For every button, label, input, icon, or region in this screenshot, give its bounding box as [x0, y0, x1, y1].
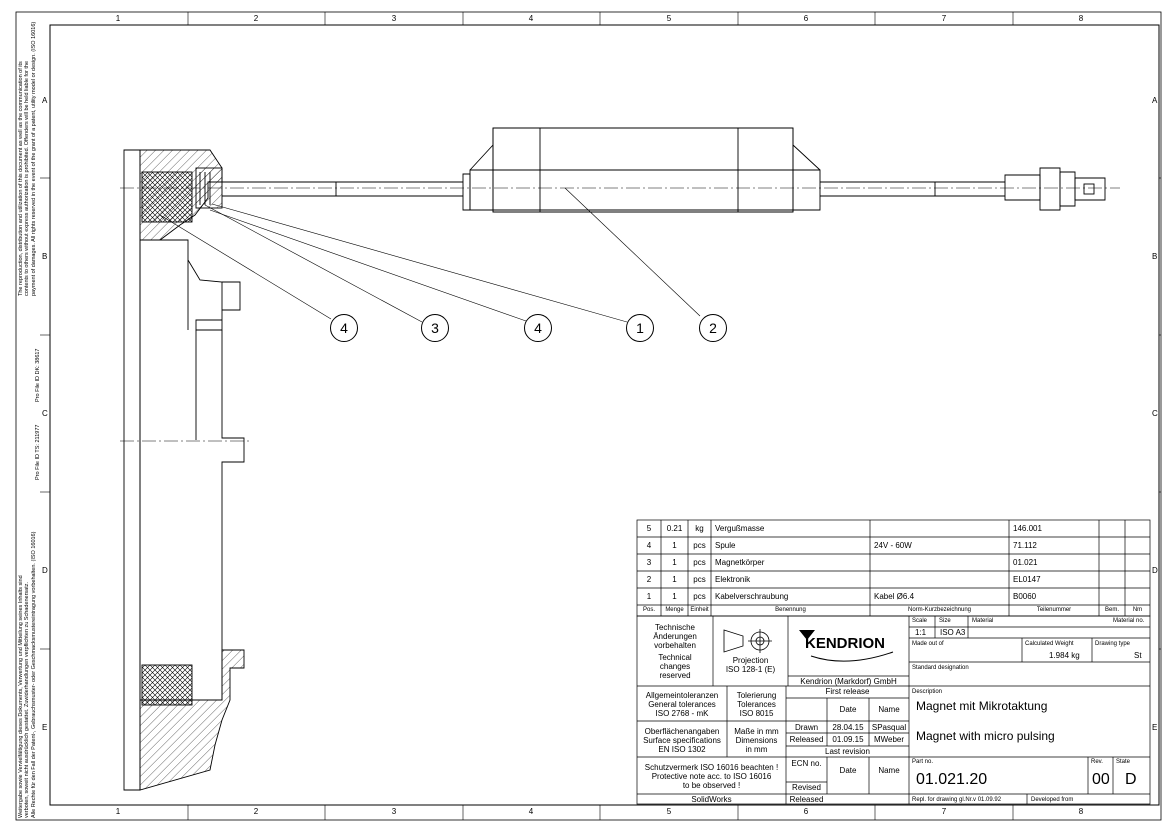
protective-note: Schutzvermerk ISO 16016 beachten ! Prote… — [644, 763, 779, 790]
row-letter: C — [42, 409, 48, 418]
balloon: 2 — [699, 314, 727, 342]
released-name: MWeber — [873, 735, 905, 744]
col-number: 8 — [1078, 14, 1084, 23]
drawn-name: SPasqual — [871, 723, 907, 732]
rev-label: Rev. — [1091, 759, 1103, 765]
col-number: 3 — [391, 807, 397, 816]
revised-label: Revised — [792, 783, 821, 792]
first-release-label: First release — [825, 687, 870, 696]
description-en: Magnet with micro pulsing — [916, 729, 1055, 743]
company-name: Kendrion (Markdorf) GmbH — [800, 677, 897, 686]
col-number: 7 — [941, 14, 947, 23]
state: D — [1125, 771, 1137, 788]
col-number: 4 — [528, 807, 534, 816]
tolerancing: Tolerierung Tolerances ISO 8015 — [736, 691, 777, 718]
row-letter: E — [1152, 723, 1158, 732]
grid-ticks — [40, 12, 1161, 820]
name-label: Name — [878, 705, 900, 714]
col-number: 5 — [666, 14, 672, 23]
col-number: 5 — [666, 807, 672, 816]
calc-weight-value: 1.984 kg — [1049, 651, 1080, 660]
name-label: Name — [878, 766, 900, 775]
material-label: Material — [972, 618, 994, 624]
date-label: Date — [839, 766, 857, 775]
col-number: 6 — [803, 807, 809, 816]
balloon: 4 — [330, 314, 358, 342]
col-number: 7 — [941, 807, 947, 816]
leader-lines — [159, 187, 701, 323]
drawing-type-label: Drawing type — [1095, 641, 1131, 647]
col-number: 6 — [803, 14, 809, 23]
revision: 00 — [1092, 771, 1110, 788]
col-number: 2 — [253, 807, 259, 816]
kendrion-logo: KENDRION — [799, 630, 894, 662]
made-out-of-label: Made out of — [912, 641, 944, 647]
size-value: ISO A3 — [940, 628, 966, 637]
released-date: 01.09.15 — [832, 735, 864, 744]
row-letter: A — [42, 96, 48, 105]
centerlines — [120, 187, 1120, 442]
date-label: Date — [839, 705, 857, 714]
standard-designation-label: Standard designation — [912, 665, 969, 671]
projection-symbol — [723, 629, 772, 653]
surface-specifications: Oberflächenangaben Surface specification… — [643, 727, 721, 754]
row-letter: B — [42, 252, 48, 261]
balloon: 1 — [626, 314, 654, 342]
balloon: 3 — [421, 314, 449, 342]
col-number: 3 — [391, 14, 397, 23]
col-number: 2 — [253, 14, 259, 23]
dimensions-note: Maße in mm Dimensions in mm — [734, 727, 779, 754]
description-label: Description — [912, 689, 943, 695]
replaces-drawing: Repl. for drawing gl.Nr.v 01.09.92 — [912, 797, 1002, 803]
released-label: Released — [789, 795, 824, 804]
row-letter: B — [1152, 252, 1158, 261]
size-label: Size — [939, 618, 951, 624]
row-letter: E — [42, 723, 48, 732]
general-tolerances: Allgemeintoleranzen General tolerances I… — [645, 691, 719, 718]
projection-label: Projection ISO 128-1 (E) — [725, 656, 776, 674]
part-no-label: Part no. — [912, 759, 934, 765]
col-number: 4 — [528, 14, 534, 23]
software-label: SolidWorks — [691, 795, 732, 804]
material-no-label: Material no. — [1113, 618, 1145, 624]
row-letter: D — [1152, 566, 1158, 575]
row-letter: C — [1152, 409, 1158, 418]
svg-text:KENDRION: KENDRION — [805, 635, 885, 652]
calc-weight-label: Calculated Weight — [1025, 641, 1074, 647]
ecn-label: ECN no. — [791, 759, 822, 768]
cable — [222, 127, 1106, 213]
col-number: 1 — [115, 807, 121, 816]
magnet-body-section — [123, 149, 245, 791]
developed-from: Developed from — [1031, 797, 1074, 803]
drawing-type-value: St — [1134, 651, 1142, 660]
balloon: 4 — [524, 314, 552, 342]
released-label: Released — [789, 735, 824, 744]
row-letter: A — [1152, 96, 1158, 105]
row-letter: D — [42, 566, 48, 575]
state-label: State — [1116, 759, 1131, 765]
tech-changes-en: Technical changes reserved — [658, 653, 692, 680]
drawn-date: 28.04.15 — [832, 723, 864, 732]
last-revision-label: Last revision — [825, 747, 870, 756]
drawn-label: Drawn — [794, 723, 819, 732]
tech-changes-de: Technische Änderungen vorbehalten — [653, 623, 697, 650]
sheet-frame — [15, 11, 1162, 821]
col-number: 1 — [115, 14, 121, 23]
description-de: Magnet mit Mikrotaktung — [916, 699, 1048, 713]
part-number: 01.021.20 — [916, 771, 988, 788]
scale-value: 1:1 — [915, 628, 927, 637]
scale-label: Scale — [912, 618, 928, 624]
col-number: 8 — [1078, 807, 1084, 816]
